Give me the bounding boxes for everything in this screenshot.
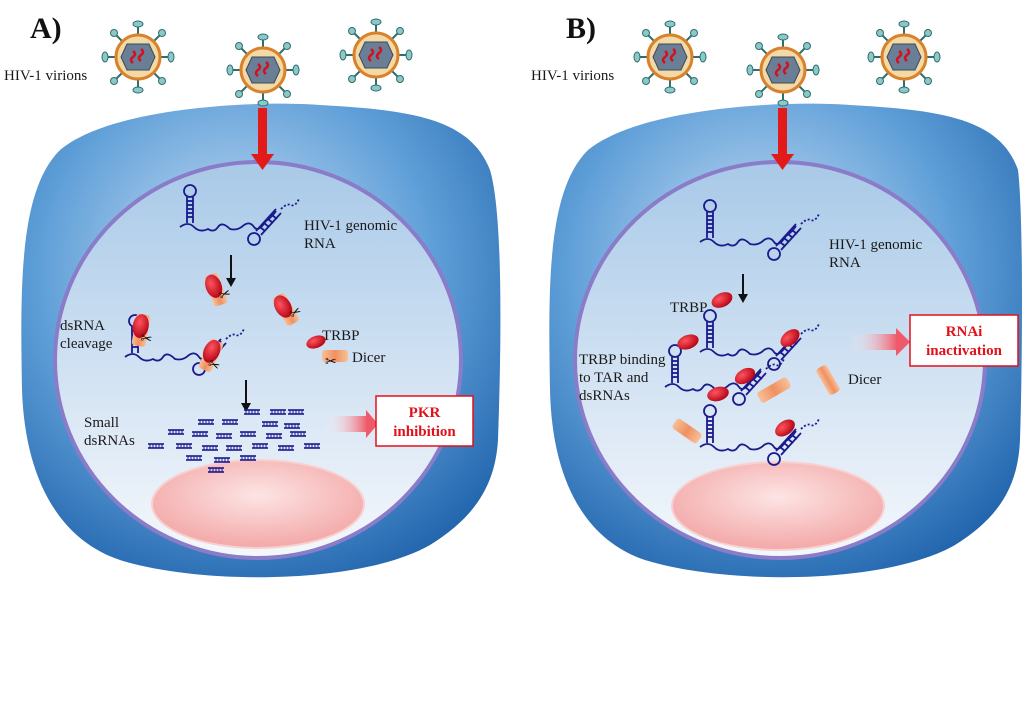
rnai-inactivation-label-line2: inactivation	[926, 343, 1002, 359]
small-dsrna-fragment	[244, 409, 260, 415]
small-dsrnas-label-line2: dsRNAs	[84, 433, 135, 449]
virion	[632, 19, 708, 95]
genomic-rna-label-line2: RNA	[304, 236, 336, 252]
small-dsrna-fragment	[288, 409, 304, 415]
panel-b-trbp-label: TRBP	[670, 300, 708, 316]
small-dsrna-fragment	[278, 445, 294, 451]
panel-b-genomic-rna-label-line1: HIV-1 genomic	[829, 237, 923, 253]
small-dsrnas	[148, 409, 320, 473]
small-dsrna-fragment	[168, 429, 184, 435]
process-arrow	[738, 274, 748, 303]
small-dsrna-fragment	[304, 443, 320, 449]
process-arrow	[226, 255, 236, 287]
trbp-bound-rnas	[664, 292, 820, 466]
trbp-label: TRBP	[322, 328, 360, 344]
outcome-arrow-head	[896, 328, 910, 356]
panel-b-genomic-rna-label-line2: RNA	[829, 255, 861, 271]
virion	[866, 19, 942, 95]
small-dsrna-fragment	[216, 433, 232, 439]
pkr-inhibition-label-line1: PKR	[409, 405, 441, 421]
panel-b-dicer-label: Dicer	[848, 372, 881, 388]
trbp-binding-label-line3: dsRNAs	[579, 388, 630, 404]
process-arrow	[241, 380, 251, 412]
panel-a: A) HIV-1 virions HIV-1 genomic RNA	[4, 12, 501, 578]
panel-b-nucleus	[671, 461, 885, 551]
virion	[225, 32, 301, 108]
free-dicer	[672, 365, 840, 444]
panel-a-nucleus	[151, 459, 365, 549]
small-dsrna-fragment	[214, 457, 230, 463]
small-dsrna-fragment	[252, 443, 268, 449]
small-dsrna-fragment	[176, 443, 192, 449]
small-dsrna-fragment	[240, 455, 256, 461]
panel-b-virions-label: HIV-1 virions	[531, 68, 614, 84]
pkr-inhibition-box	[375, 395, 474, 447]
small-dsrna-fragment	[222, 419, 238, 425]
entry-arrow	[771, 108, 794, 170]
pkr-inhibition-label-line2: inhibition	[393, 424, 456, 440]
small-dsrna-fragment	[240, 431, 256, 437]
trbp-binding-label-line1: TRBP binding	[579, 352, 666, 368]
outcome-arrow-head	[366, 410, 378, 438]
panel-b: B) HIV-1 virions HIV-1 genomic RNA	[531, 12, 1022, 578]
small-dsrna-fragment	[186, 455, 202, 461]
rnai-inactivation-label-line1: RNAi	[946, 324, 983, 340]
dsrna-cleavage-label-line1: dsRNA	[60, 318, 105, 334]
small-dsrna-fragment	[262, 421, 278, 427]
small-dsrna-fragment	[270, 409, 286, 415]
genomic-rna-label-line1: HIV-1 genomic	[304, 218, 398, 234]
small-dsrna-fragment	[198, 419, 214, 425]
outcome-arrow	[325, 416, 367, 432]
small-dsrnas-label-line1: Small	[84, 415, 119, 431]
small-dsrna-fragment	[266, 433, 282, 439]
dsrna-cleavage-label-line2: cleavage	[60, 336, 113, 352]
small-dsrna-fragment	[290, 431, 306, 437]
panel-a-letter: A)	[30, 12, 62, 45]
rnai-inactivation-box	[909, 314, 1019, 367]
outcome-arrow	[849, 334, 897, 350]
entry-arrow	[251, 108, 274, 170]
trbp-binding-label-line2: to TAR and	[579, 370, 649, 386]
small-dsrna-fragment	[208, 467, 224, 473]
svg-text:✂: ✂	[325, 354, 337, 370]
small-dsrna-fragment	[192, 431, 208, 437]
small-dsrna-fragment	[226, 445, 242, 451]
panel-a-virions-label: HIV-1 virions	[4, 68, 87, 84]
trbp-dicer-legend: ✂	[306, 335, 348, 370]
small-dsrna-fragment	[148, 443, 164, 449]
virion	[338, 17, 414, 93]
dicer-label: Dicer	[352, 350, 385, 366]
virion	[100, 19, 176, 95]
small-dsrna-fragment	[202, 445, 218, 451]
panel-b-letter: B)	[566, 12, 596, 45]
small-dsrna-fragment	[284, 423, 300, 429]
virion	[745, 32, 821, 108]
